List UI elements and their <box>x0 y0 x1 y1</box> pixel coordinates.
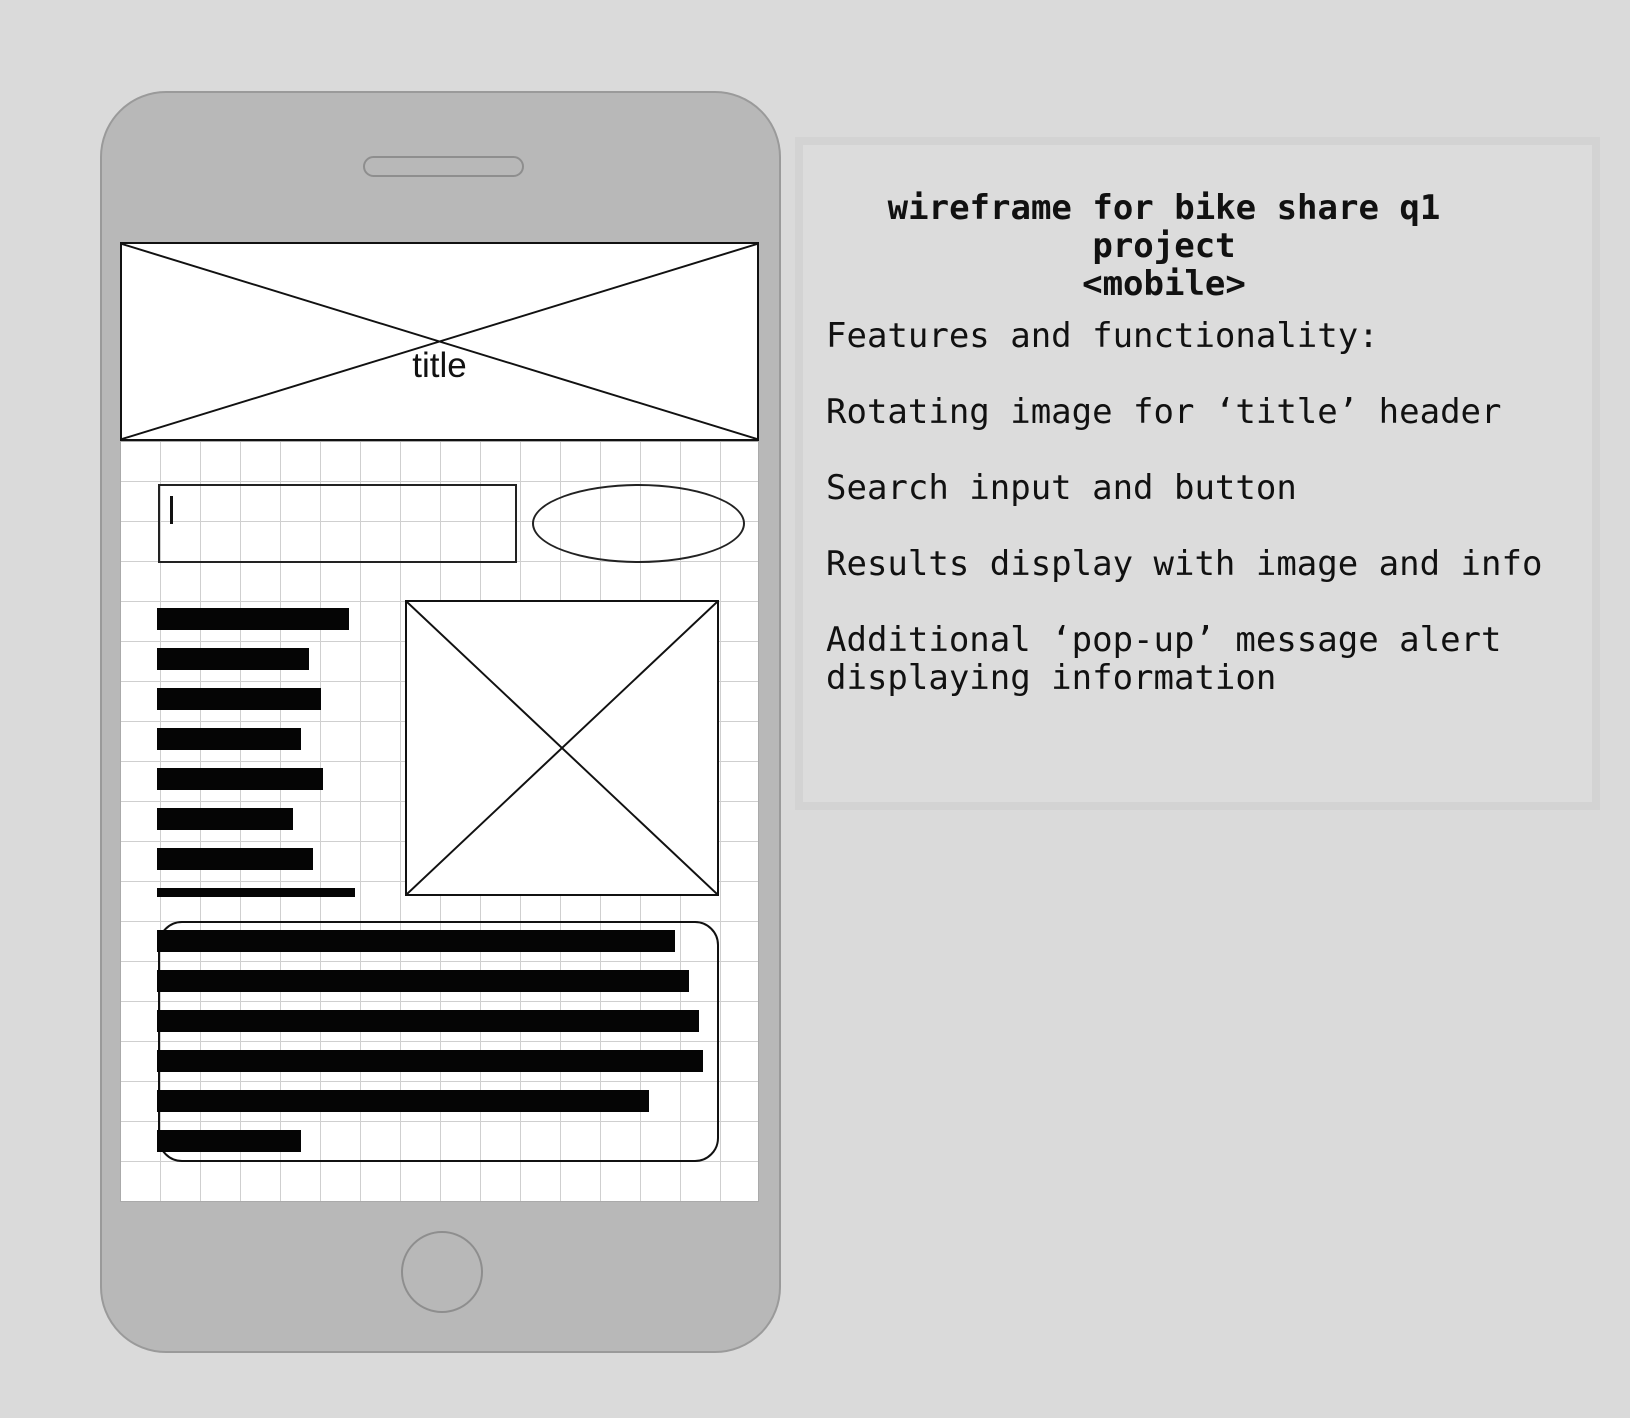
feature-note-search: Search input and button <box>826 468 1297 508</box>
result-info-line <box>157 888 355 897</box>
popup-text-line <box>157 1050 703 1072</box>
popup-text-line <box>157 1130 301 1152</box>
result-info-line <box>157 648 309 670</box>
result-info-line <box>157 728 301 750</box>
feature-note-results: Results display with image and info <box>826 544 1543 584</box>
popup-message-alert[interactable] <box>158 921 719 1162</box>
result-info-line <box>157 688 321 710</box>
header-image-placeholder: title <box>120 242 759 441</box>
search-button[interactable] <box>532 484 745 563</box>
popup-text-line <box>157 930 675 952</box>
image-placeholder-cross-icon <box>122 244 757 439</box>
result-info-line <box>157 848 313 870</box>
result-info-line <box>157 808 293 830</box>
popup-text-line <box>157 970 689 992</box>
result-image-placeholder <box>405 600 719 896</box>
feature-note-popup: Additional ‘pop-up’ message alert displa… <box>826 620 1502 698</box>
search-input[interactable] <box>158 484 517 563</box>
wireframe-notes-panel: wireframe for bike share q1 project <mob… <box>795 137 1600 810</box>
notes-title: wireframe for bike share q1 project <mob… <box>887 188 1441 304</box>
header-title: title <box>412 346 467 385</box>
popup-text-line <box>157 1010 699 1032</box>
features-heading: Features and functionality: <box>826 316 1379 356</box>
phone-speaker <box>363 156 524 177</box>
result-info-line <box>157 768 323 790</box>
popup-text-line <box>157 1090 649 1112</box>
text-cursor-icon <box>170 496 173 524</box>
feature-note-rotating-image: Rotating image for ‘title’ header <box>826 392 1502 432</box>
result-info-line <box>157 608 349 630</box>
image-placeholder-cross-icon <box>407 602 717 894</box>
home-button[interactable] <box>401 1231 483 1313</box>
